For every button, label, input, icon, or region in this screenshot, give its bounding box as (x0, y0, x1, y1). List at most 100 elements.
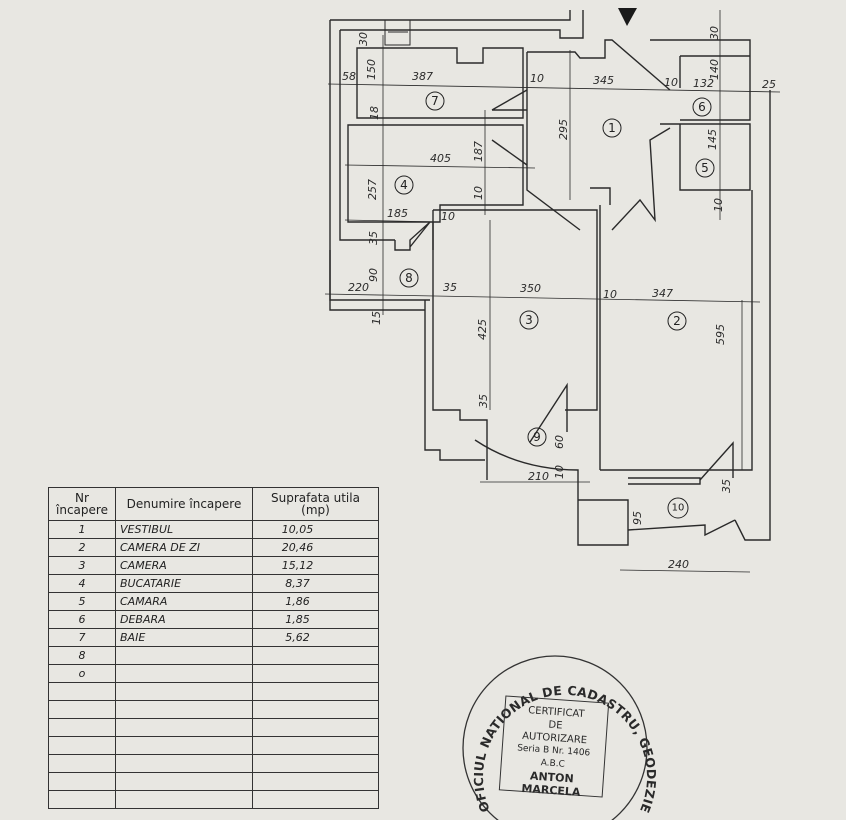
svg-text:150: 150 (365, 59, 378, 80)
room-name-cell (115, 682, 253, 701)
room-number-cell: 5 (48, 592, 116, 611)
rooms-table: Nr încapere Denumire încapere Suprafata … (48, 487, 379, 809)
svg-text:60: 60 (553, 435, 566, 449)
room-name-cell (115, 790, 253, 809)
room-number-cell: 6 (48, 610, 116, 629)
room-marker-1: 1 (602, 118, 622, 138)
svg-text:185: 185 (387, 207, 408, 220)
room-number-cell: 3 (48, 556, 116, 575)
svg-text:30: 30 (357, 32, 370, 46)
table-row (48, 718, 379, 737)
room-name-cell (115, 700, 253, 719)
svg-text:220: 220 (348, 281, 369, 294)
header-name: Denumire încapere (115, 487, 253, 521)
room-name-cell (115, 754, 253, 773)
svg-text:350: 350 (520, 282, 541, 295)
svg-text:25: 25 (762, 78, 776, 91)
svg-text:10: 10 (672, 503, 685, 514)
room-number-cell (48, 682, 116, 701)
svg-text:140: 140 (708, 59, 721, 80)
room-name-cell: CAMERA (115, 556, 253, 575)
svg-text:132: 132 (693, 77, 714, 90)
table-row: 8 (48, 646, 379, 665)
svg-text:10: 10 (472, 186, 485, 200)
svg-text:187: 187 (472, 141, 485, 162)
table-row (48, 736, 379, 755)
room-area-cell (252, 754, 379, 773)
room-area-cell: 10,05 (252, 520, 379, 539)
room-area-cell (252, 646, 379, 665)
svg-text:10: 10 (530, 72, 544, 85)
svg-text:10: 10 (441, 210, 455, 223)
room-area-cell (252, 718, 379, 737)
table-row (48, 790, 379, 809)
svg-text:35: 35 (367, 231, 380, 245)
room-area-cell: 20,46 (252, 538, 379, 557)
room-marker-5: 5 (695, 158, 715, 178)
svg-text:10: 10 (664, 76, 678, 89)
room-number-cell (48, 772, 116, 791)
svg-text:10: 10 (712, 198, 725, 212)
room-number-cell: 1 (48, 520, 116, 539)
svg-text:6: 6 (698, 100, 706, 114)
room-marker-3: 3 (519, 310, 539, 330)
svg-text:2: 2 (673, 314, 681, 328)
header-area: Suprafata utila (mp) (252, 487, 379, 521)
room-name-cell: BAIE (115, 628, 253, 647)
room-name-cell (115, 736, 253, 755)
svg-text:1: 1 (608, 121, 616, 135)
svg-text:18: 18 (368, 106, 381, 120)
room-number-cell: 2 (48, 538, 116, 557)
svg-text:7: 7 (431, 94, 439, 108)
room-number-cell: o (48, 664, 116, 683)
table-header: Nr încapere Denumire încapere Suprafata … (48, 487, 379, 521)
svg-text:8: 8 (405, 271, 413, 285)
room-name-cell: BUCATARIE (115, 574, 253, 593)
room-number-cell: 8 (48, 646, 116, 665)
room-name-cell (115, 646, 253, 665)
table-row (48, 700, 379, 719)
svg-text:4: 4 (400, 178, 408, 192)
room-marker-4: 4 (394, 175, 414, 195)
svg-text:95: 95 (631, 511, 644, 525)
room-name-cell (115, 772, 253, 791)
svg-text:425: 425 (476, 319, 489, 340)
room-number-cell (48, 790, 116, 809)
dimension-labels: 30 150 58 387 10 345 10 132 140 25 30 29… (342, 26, 776, 571)
room-name-cell (115, 664, 253, 683)
room-area-cell (252, 772, 379, 791)
room-markers: 1 2 3 4 5 6 7 8 9 10 (394, 91, 715, 519)
svg-text:9: 9 (533, 430, 541, 444)
room-name-cell (115, 718, 253, 737)
room-area-cell: 1,86 (252, 592, 379, 611)
room-marker-9: 9 (527, 427, 547, 447)
svg-text:3: 3 (525, 313, 533, 327)
room-marker-6: 6 (692, 97, 712, 117)
room-area-cell (252, 700, 379, 719)
svg-text:405: 405 (430, 152, 451, 165)
svg-text:35: 35 (443, 281, 457, 294)
svg-text:10: 10 (603, 288, 617, 301)
svg-text:30: 30 (708, 26, 721, 40)
svg-text:35: 35 (477, 394, 490, 408)
svg-text:210: 210 (528, 470, 549, 483)
room-name-cell: DEBARA (115, 610, 253, 629)
room-area-cell (252, 736, 379, 755)
svg-text:10: 10 (553, 465, 566, 479)
room-number-cell (48, 700, 116, 719)
svg-text:257: 257 (366, 179, 379, 200)
svg-text:240: 240 (668, 558, 689, 571)
header-nr: Nr încapere (48, 487, 116, 521)
table-row (48, 682, 379, 701)
room-number-cell (48, 736, 116, 755)
room-number-cell: 7 (48, 628, 116, 647)
room-area-cell: 1,85 (252, 610, 379, 629)
room-name-cell: VESTIBUL (115, 520, 253, 539)
room-area-cell: 8,37 (252, 574, 379, 593)
